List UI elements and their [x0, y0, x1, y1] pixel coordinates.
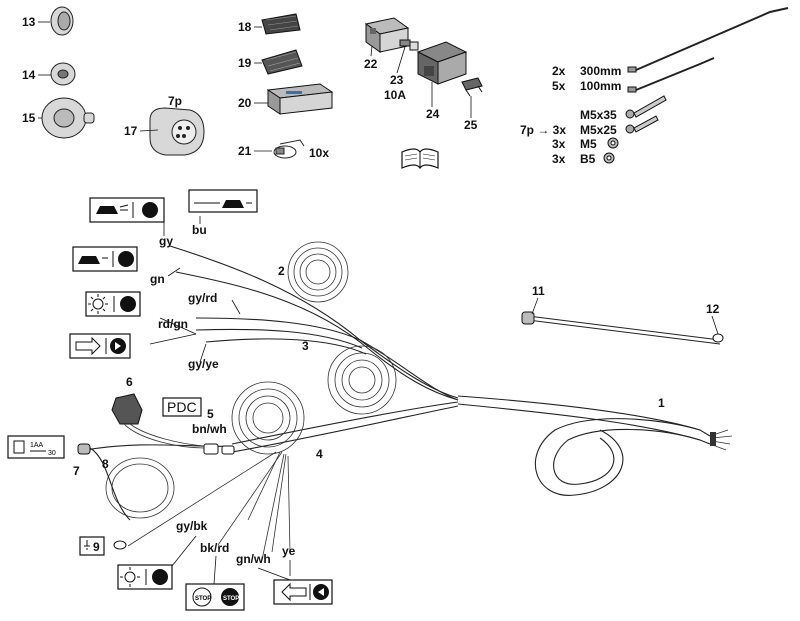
stop-label-1: STOP — [195, 596, 211, 602]
hw-item-5: B5 — [580, 152, 596, 166]
part-label-5: 5 — [207, 407, 214, 421]
plug-6 — [111, 393, 205, 449]
part-label-20: 20 — [238, 96, 252, 110]
cable-label-8: 8 — [102, 457, 109, 471]
cable-8 — [85, 444, 233, 521]
part-label-25: 25 — [464, 118, 478, 132]
grommet-13 — [50, 6, 74, 36]
part-label-11: 11 — [532, 284, 545, 298]
socket-seal-15 — [41, 97, 95, 139]
left-indicator-symbol-box — [273, 579, 333, 605]
wire-label-bu: bu — [192, 223, 207, 237]
wire-label-gy-rd: gy/rd — [188, 291, 217, 305]
cable-label-4: 4 — [316, 447, 323, 461]
cable-label-2: 2 — [278, 264, 285, 278]
hw-qty-3: 7p → 3x — [520, 123, 566, 137]
reverse-light-symbol-box — [188, 189, 258, 213]
fuse-symbol-box: 1AA 30 — [7, 435, 65, 459]
part-label-24: 24 — [426, 107, 440, 121]
stop-light-symbol-box: STOP STOP — [185, 583, 245, 611]
connector-25 — [461, 77, 483, 97]
pad-19 — [261, 49, 303, 75]
control-module-20 — [266, 83, 334, 115]
wire-label-gy-ye: gy/ye — [188, 357, 219, 371]
hw-item-2: M5x35 — [580, 108, 617, 122]
stop-label-2: STOP — [223, 596, 239, 602]
nut-m5 — [607, 137, 619, 149]
part-label-9: 9 — [93, 540, 100, 554]
pad-18 — [261, 13, 301, 35]
cable-1 — [457, 395, 733, 496]
connector-7 — [77, 443, 91, 455]
hardware-list — [603, 7, 789, 164]
tail-light-symbol-box-2 — [117, 564, 173, 590]
hw-item-1: 100mm — [580, 79, 621, 93]
washer-b5 — [603, 152, 615, 164]
connector-5 — [203, 443, 235, 455]
part-label-13: 13 — [22, 15, 36, 29]
bolt-m5x25 — [625, 115, 659, 134]
fuse-23 — [399, 39, 419, 51]
pdc-label: PDC — [167, 399, 197, 415]
part-label-22: 22 — [364, 57, 378, 71]
cable-11-12 — [521, 311, 724, 345]
cable-label-3: 3 — [302, 339, 309, 353]
bolt-m5x35 — [625, 95, 667, 119]
fog-light-symbol-box — [89, 197, 165, 223]
ground-9 — [79, 536, 127, 556]
relay-box-24 — [416, 41, 468, 85]
hw-qty-4: 3x — [552, 137, 566, 151]
right-indicator-symbol-box — [69, 333, 131, 359]
part-label-12: 12 — [706, 302, 720, 316]
fuse-rating-label: 1AA — [30, 442, 44, 449]
part-label-15: 15 — [22, 111, 36, 125]
cable-4 — [127, 381, 459, 561]
fuse-rating2-label: 30 — [48, 450, 56, 457]
part-qty-21: 10x — [309, 146, 329, 160]
part-label-18: 18 — [238, 20, 252, 34]
wire-label-gy: gy — [159, 234, 173, 248]
part-label-19: 19 — [238, 56, 252, 70]
hw-qty-0: 2x — [552, 64, 566, 78]
wire-label-ye: ye — [282, 544, 296, 558]
ring-14 — [50, 62, 76, 86]
cable-2 — [169, 241, 459, 401]
wire-label-bn-wh: bn/wh — [192, 422, 227, 436]
part-label-23: 23 — [390, 73, 404, 87]
socket-7pin-17 — [149, 107, 205, 156]
hw-item-4: M5 — [580, 137, 597, 151]
hw-qty-1: 5x — [552, 79, 566, 93]
part-label-7: 7 — [73, 464, 80, 478]
wire-label-gy-bk: gy/bk — [176, 519, 208, 533]
part-label-21: 21 — [238, 144, 252, 158]
part-label-6: 6 — [126, 375, 133, 389]
part-fuse-rating-23: 10A — [384, 88, 406, 102]
wire-label-bk-rd: bk/rd — [200, 541, 229, 555]
part-label-17-pins: 7p — [168, 94, 182, 108]
wire-label-gn-wh: gn/wh — [236, 552, 271, 566]
tail-light-symbol-box — [85, 291, 141, 317]
pdc-box — [162, 397, 202, 417]
part-label-14: 14 — [22, 68, 36, 82]
hw-qty-5: 3x — [552, 152, 566, 166]
hw-item-3: M5x25 — [580, 123, 617, 137]
cable-tie-21 — [273, 139, 305, 159]
parking-light-symbol-box — [72, 246, 138, 272]
manual-book-icon — [401, 148, 439, 170]
part-label-17: 17 — [124, 124, 138, 138]
wire-label-gn: gn — [150, 272, 165, 286]
fuse-holder-22 — [364, 17, 410, 53]
cable-label-1: 1 — [658, 396, 665, 410]
hw-item-0: 300mm — [580, 64, 621, 78]
cable-3 — [195, 317, 459, 415]
